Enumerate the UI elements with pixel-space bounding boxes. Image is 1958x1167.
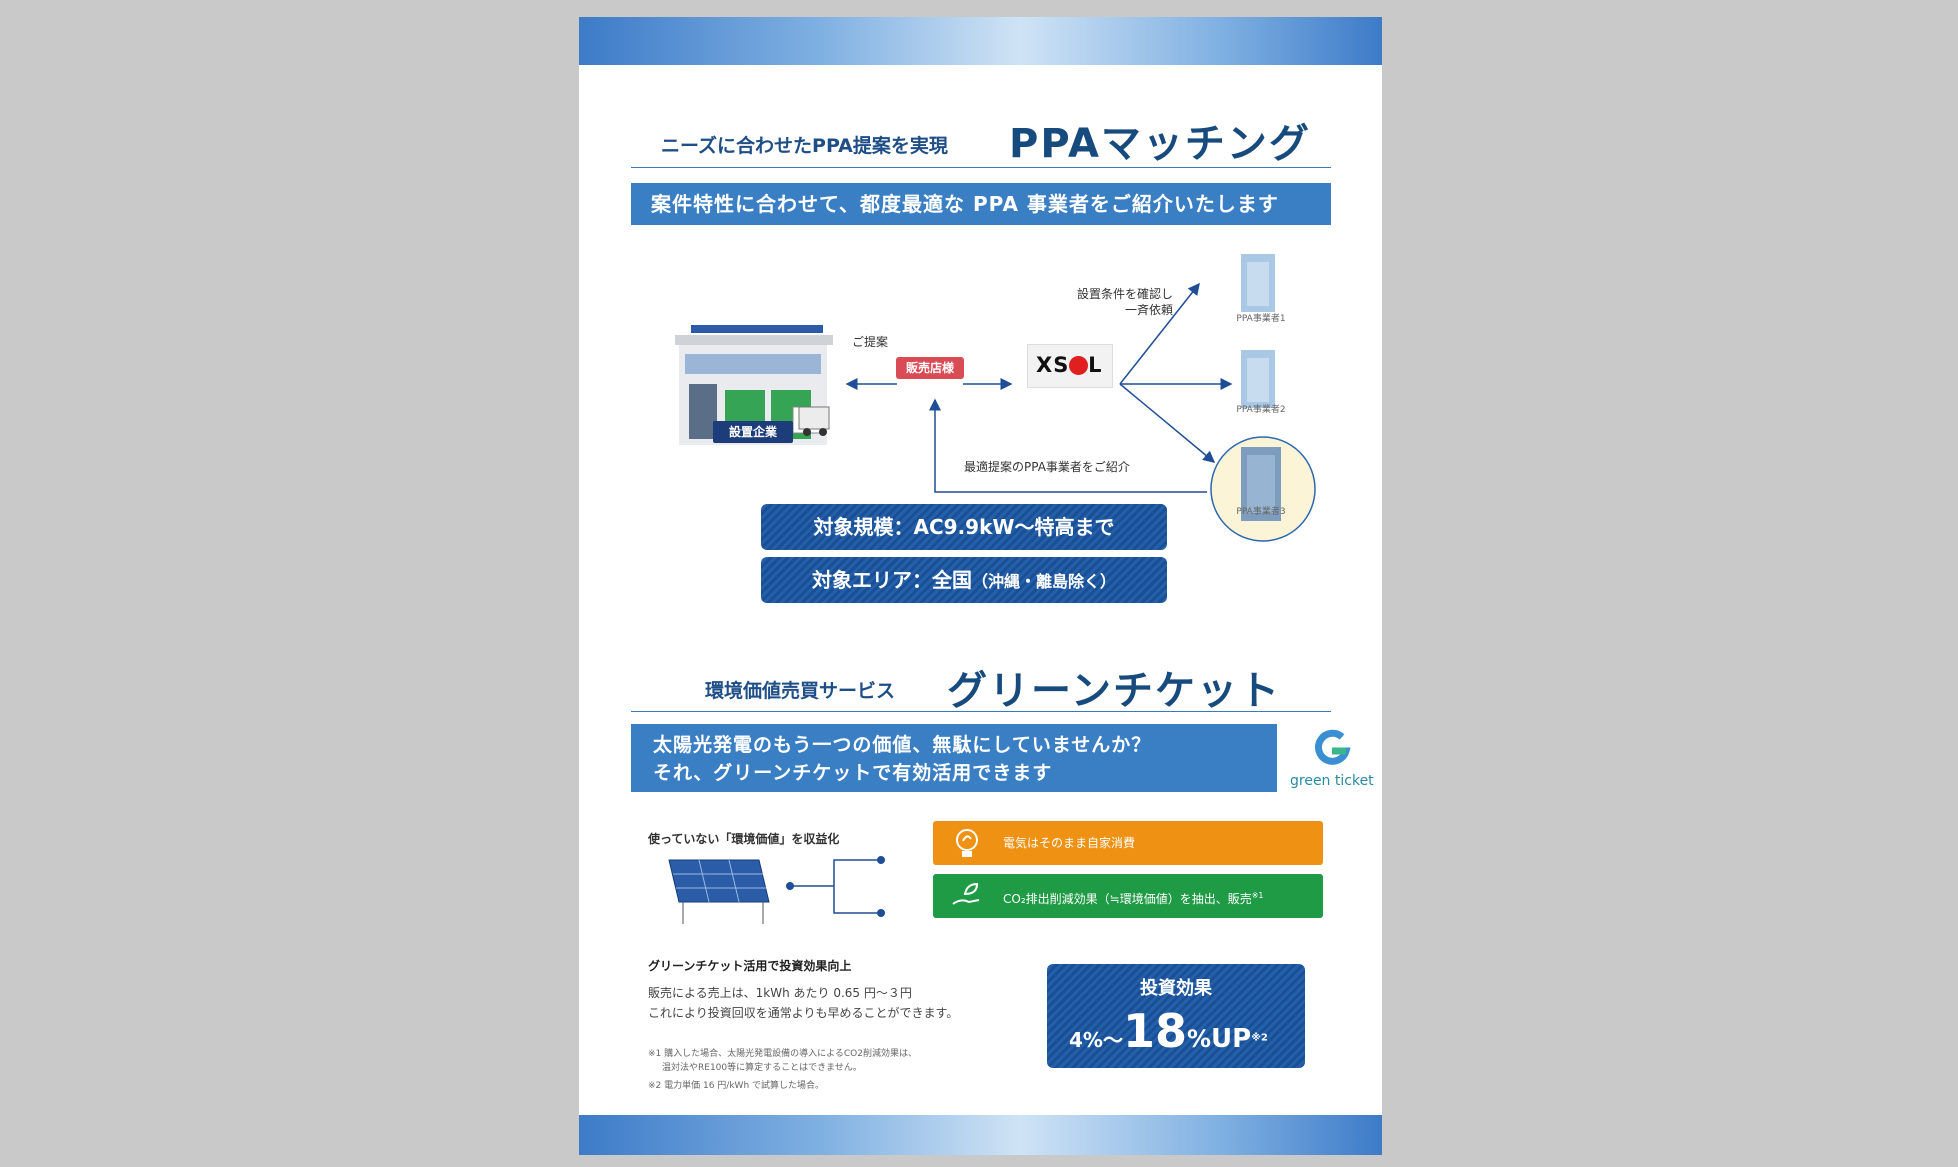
top-gradient-band	[579, 17, 1382, 65]
brochure-page: ニーズに合わせたPPA提案を実現 PPAマッチング 案件特性に合わせて、都度最適…	[579, 17, 1382, 1155]
green-ticket-logo: green ticket	[1282, 727, 1382, 793]
ppa3-label: PPA事業者3	[1236, 507, 1286, 517]
ppa1-building-icon	[1241, 254, 1275, 312]
hand-leaf-icon	[952, 882, 980, 905]
confirm-line2: 一斉依頼	[1124, 303, 1173, 317]
ppa-title-rule	[631, 167, 1331, 168]
arrow-back-to-dealer	[929, 398, 1207, 493]
effect-line2: これにより投資回収を通常よりも早めることができます。	[648, 1006, 959, 1020]
green-banner: 太陽光発電のもう一つの価値、無駄にしていませんか？ それ、グリーンチケットで有効…	[631, 724, 1277, 792]
ppa-subtitle: ニーズに合わせたPPA提案を実現	[661, 135, 948, 157]
confirm-line1: 設置条件を確認し	[1076, 287, 1173, 301]
ppa-title: PPAマッチング	[1009, 121, 1311, 167]
footnote-2: ※2 電力単価 16 円/kWh で試算した場合。	[648, 1081, 825, 1091]
green-ticket-g-icon	[1315, 729, 1351, 765]
scope-area-note: （沖縄・離島除く）	[971, 572, 1116, 591]
scope-scale-pill: 対象規模：AC9.9kW～特高まで	[761, 504, 1167, 550]
investment-from: 4%～	[1069, 1028, 1123, 1052]
footnote-1b: 温対法やRE100等に算定することはできません。	[662, 1063, 862, 1073]
xsol-logo-text: XSOL	[1036, 353, 1103, 377]
green-title: グリーンチケット	[947, 668, 1281, 714]
monetize-label: 使っていない「環境価値」を収益化	[648, 832, 840, 846]
investment-pct: %	[1186, 1025, 1212, 1053]
green-banner-line2: それ、グリーンチケットで有効活用できます	[653, 762, 1053, 784]
co2-value-main: CO₂排出削減効果（≒環境価値）を抽出、販売	[1003, 892, 1252, 906]
co2-value-bar: CO₂排出削減効果（≒環境価値）を抽出、販売※1	[933, 874, 1323, 918]
arrow-to-ppa3	[1119, 383, 1216, 463]
scope-area-text: 対象エリア：全国	[811, 568, 972, 592]
self-consumption-bar: 電気はそのまま自家消費	[933, 821, 1323, 865]
confirm-note: 設置条件を確認し 一斉依頼	[1057, 286, 1173, 318]
green-banner-line1: 太陽光発電のもう一つの価値、無駄にしていませんか？	[653, 734, 1152, 756]
investment-effect-box: 投資効果 4%～18%UP※2	[1047, 964, 1305, 1068]
green-ticket-logo-text: green ticket	[1290, 773, 1374, 789]
footnote-1a: ※1 購入した場合、太陽光発電設備の導入によるCO2削減効果は、	[648, 1049, 917, 1059]
arrow-to-ppa1	[1119, 282, 1200, 385]
ppa-banner: 案件特性に合わせて、都度最適な PPA 事業者をご紹介いたします	[631, 183, 1331, 225]
effect-line1: 販売による売上は、1kWh あたり 0.65 円～３円	[648, 986, 912, 1000]
investment-sup: ※2	[1251, 1032, 1268, 1044]
xsol-red-dot-icon	[1069, 356, 1088, 375]
investment-box-title: 投資効果	[1140, 978, 1212, 999]
xsol-logo: XSOL	[1027, 344, 1113, 388]
proposal-label: ご提案	[852, 335, 889, 349]
investment-up: UP	[1211, 1024, 1252, 1054]
ppa2-building-icon	[1241, 350, 1275, 408]
effect-heading: グリーンチケット活用で投資効果向上	[648, 959, 852, 973]
green-title-rule	[631, 711, 1331, 712]
investment-box-value: 4%～18%UP※2	[1069, 1004, 1268, 1058]
investment-to: 18	[1122, 1004, 1187, 1058]
ppa3-building-icon	[1241, 447, 1281, 521]
green-subtitle: 環境価値売買サービス	[705, 680, 896, 702]
solar-panel-icon	[668, 859, 770, 924]
introduce-label: 最適提案のPPA事業者をご紹介	[964, 460, 1130, 474]
self-consumption-text: 電気はそのまま自家消費	[1003, 836, 1136, 850]
co2-value-text: CO₂排出削減効果（≒環境価値）を抽出、販売※1	[1003, 874, 1264, 921]
dealer-tag: 販売店様	[896, 357, 964, 379]
company-label: 設置企業	[713, 421, 793, 443]
lightbulb-leaf-icon	[956, 829, 978, 857]
co2-value-sup: ※1	[1251, 891, 1264, 900]
ppa2-label: PPA事業者2	[1236, 405, 1286, 415]
solar-panel-diagram	[668, 856, 885, 924]
ppa1-label: PPA事業者1	[1236, 314, 1286, 324]
bottom-gradient-band	[579, 1115, 1382, 1155]
scope-area-pill: 対象エリア：全国（沖縄・離島除く）	[761, 557, 1167, 603]
